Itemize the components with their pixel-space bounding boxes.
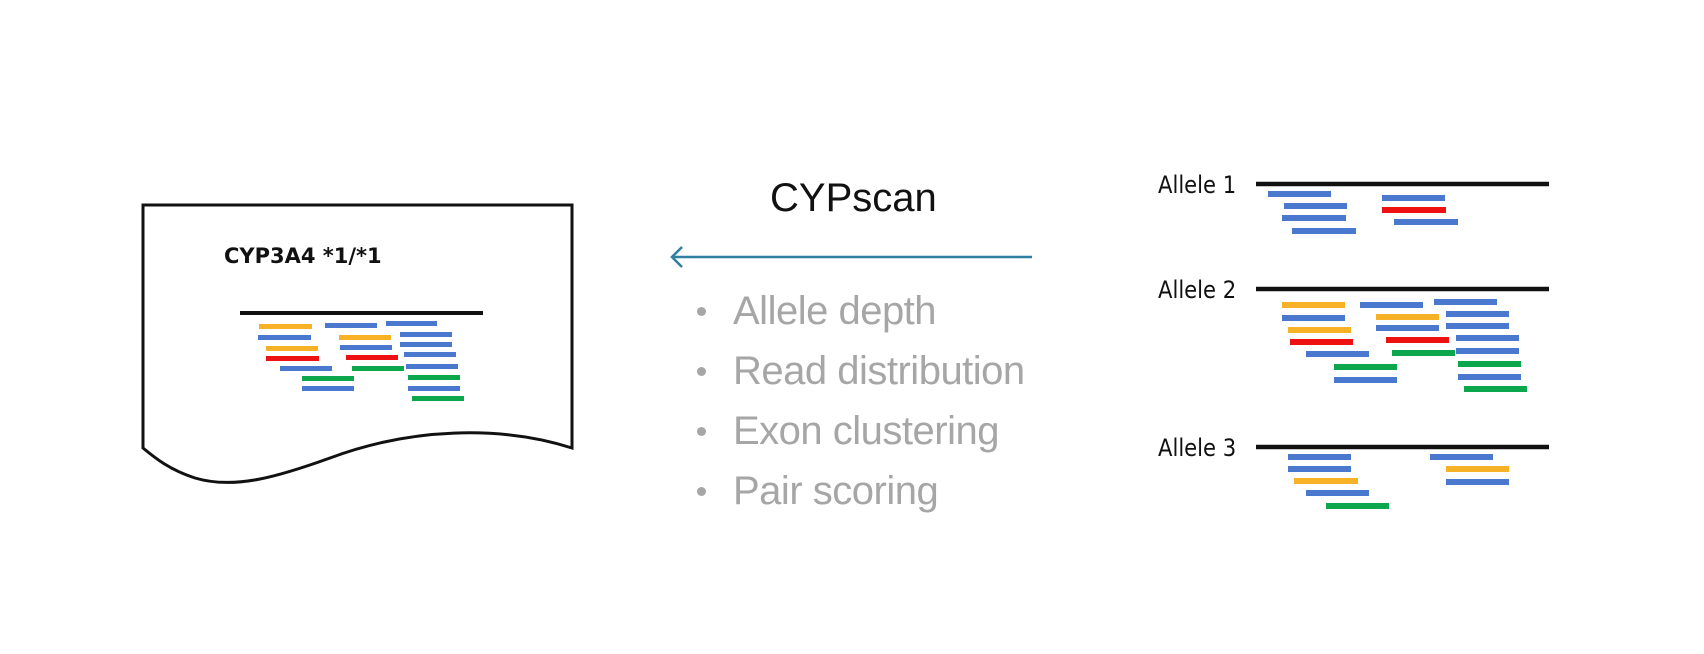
read-bar <box>1456 348 1519 354</box>
read-bar <box>266 346 318 351</box>
allele-1-label: Allele 1 <box>1158 171 1237 199</box>
read-bar <box>1464 386 1527 392</box>
read-bar <box>352 366 404 371</box>
read-bar <box>408 375 460 380</box>
read-bar <box>1334 377 1397 383</box>
bullet-dot <box>697 307 706 316</box>
read-bar <box>302 376 354 381</box>
report-document <box>141 203 574 484</box>
feature-item: Read distribution <box>690 348 1025 408</box>
read-bar <box>1446 311 1509 317</box>
read-bar <box>1326 503 1389 509</box>
read-bar <box>1294 478 1358 484</box>
read-bar <box>280 366 332 371</box>
read-bar <box>1292 228 1356 234</box>
read-bar <box>340 345 392 350</box>
read-bar <box>1268 191 1331 197</box>
read-bar <box>258 335 311 340</box>
feature-label: Read distribution <box>733 349 1025 393</box>
read-bar <box>1288 327 1351 333</box>
read-bar <box>1334 364 1397 370</box>
read-bar <box>1376 314 1439 320</box>
tool-name: CYPscan <box>770 176 937 220</box>
read-bar <box>339 335 391 340</box>
read-bar <box>1284 203 1347 209</box>
read-bar <box>1382 207 1446 213</box>
feature-item: Pair scoring <box>690 468 1025 528</box>
read-bar <box>1458 374 1521 380</box>
read-bar <box>1288 466 1351 472</box>
read-bar <box>400 332 452 337</box>
arrow-head <box>670 246 683 268</box>
read-bar <box>1282 215 1346 221</box>
read-bar <box>1446 479 1509 485</box>
read-bar <box>1434 299 1497 305</box>
allele-3-label: Allele 3 <box>1158 434 1237 462</box>
read-bar <box>1458 361 1521 367</box>
read-bar <box>1386 337 1449 343</box>
read-bar <box>406 364 458 369</box>
read-bar <box>1376 325 1439 331</box>
read-bar <box>1446 323 1509 329</box>
read-bar <box>400 342 452 347</box>
read-bar <box>1288 454 1351 460</box>
allele-2-label: Allele 2 <box>1158 276 1237 304</box>
report-reads <box>258 321 464 401</box>
read-bar <box>1382 195 1445 201</box>
allele-reads <box>1268 191 1527 509</box>
read-bar <box>1456 335 1519 341</box>
feature-label: Pair scoring <box>733 469 939 513</box>
feature-item: Allele depth <box>690 288 1025 348</box>
read-bar <box>404 352 456 357</box>
read-bar <box>1282 302 1345 308</box>
read-bar <box>259 324 312 329</box>
feature-list: Allele depth Read distribution Exon clus… <box>690 288 1025 528</box>
read-bar <box>412 396 464 401</box>
read-bar <box>1430 454 1493 460</box>
read-bar <box>1290 339 1353 345</box>
genotype-label: CYP3A4 *1/*1 <box>224 244 382 268</box>
bullet-dot <box>697 427 706 436</box>
read-bar <box>325 323 377 328</box>
read-bar <box>302 386 354 391</box>
bullet-dot <box>697 367 706 376</box>
read-bar <box>1360 302 1423 308</box>
feature-item: Exon clustering <box>690 408 1025 468</box>
read-bar <box>1446 466 1509 472</box>
read-bar <box>346 355 398 360</box>
read-bar <box>266 356 319 361</box>
read-bar <box>386 321 437 326</box>
read-bar <box>1392 350 1455 356</box>
read-bar <box>1394 219 1458 225</box>
bullet-dot <box>697 487 706 496</box>
read-bar <box>1306 351 1369 357</box>
feature-label: Exon clustering <box>733 409 999 453</box>
read-bar <box>408 386 460 391</box>
read-bar <box>1282 315 1345 321</box>
read-bar <box>1306 490 1369 496</box>
feature-label: Allele depth <box>733 289 937 333</box>
